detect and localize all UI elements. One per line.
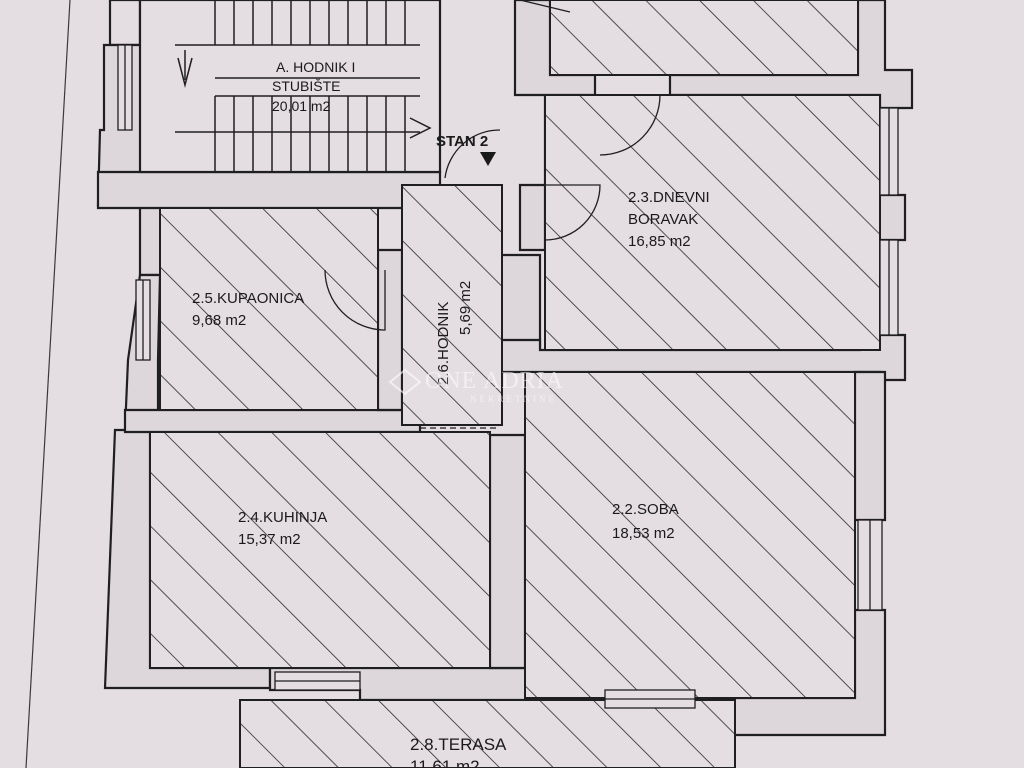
staircase xyxy=(138,0,442,174)
watermark-sub: NEKRETNINE xyxy=(470,394,557,404)
kitchen-area: 15,37 m2 xyxy=(238,531,301,548)
room-labels: A. HODNIK I STUBIŠTE 20,01 m2 2.3.DNEVNI… xyxy=(192,59,710,768)
room-fills xyxy=(149,0,881,768)
stairs-name-line2: STUBIŠTE xyxy=(272,78,340,94)
hallway-name: 2.6.HODNIK xyxy=(435,302,452,385)
door-entrance xyxy=(444,129,501,179)
doors xyxy=(324,0,661,429)
room-fill-upper-right xyxy=(549,0,859,76)
windows xyxy=(117,44,899,709)
bathroom-name: 2.5.KUPAONICA xyxy=(192,290,304,307)
watermark: ONE ADRIA NEKRETNINE xyxy=(388,368,564,404)
terrace-name: 2.8.TERASA xyxy=(410,735,507,754)
door-living xyxy=(544,184,601,241)
sheet-margin-line xyxy=(25,0,71,768)
stairs-area: 20,01 m2 xyxy=(272,98,331,114)
entrance-marker: STAN 2 xyxy=(436,133,496,166)
watermark-brand: ONE ADRIA xyxy=(425,368,564,394)
living-area: 16,85 m2 xyxy=(628,233,691,250)
watermark-logo-icon xyxy=(388,368,422,396)
room-fill-hallway xyxy=(401,184,503,426)
room-fill-terrace xyxy=(239,699,736,768)
bathroom-area: 9,68 m2 xyxy=(192,312,246,329)
door-upper xyxy=(599,94,661,156)
kitchen-name: 2.4.KUHINJA xyxy=(238,509,327,526)
room-fill-living xyxy=(544,94,881,351)
room-fill-kitchen xyxy=(149,431,491,669)
bedroom-name: 2.2.SOBA xyxy=(612,501,679,518)
bedroom-area: 18,53 m2 xyxy=(612,525,675,542)
room-fill-bathroom xyxy=(159,207,379,411)
entrance-arrow-icon xyxy=(480,152,496,166)
living-name-line1: 2.3.DNEVNI xyxy=(628,189,710,206)
stairs-name-line1: A. HODNIK I xyxy=(276,59,355,75)
door-bathroom xyxy=(324,269,386,331)
room-fill-bedroom xyxy=(524,371,856,699)
living-name-line2: BORAVAK xyxy=(628,211,698,228)
hallway-area: 5,69 m2 xyxy=(457,281,474,335)
terrace-area: 11,61 m2 xyxy=(410,757,480,768)
entrance-label: STAN 2 xyxy=(436,133,488,150)
